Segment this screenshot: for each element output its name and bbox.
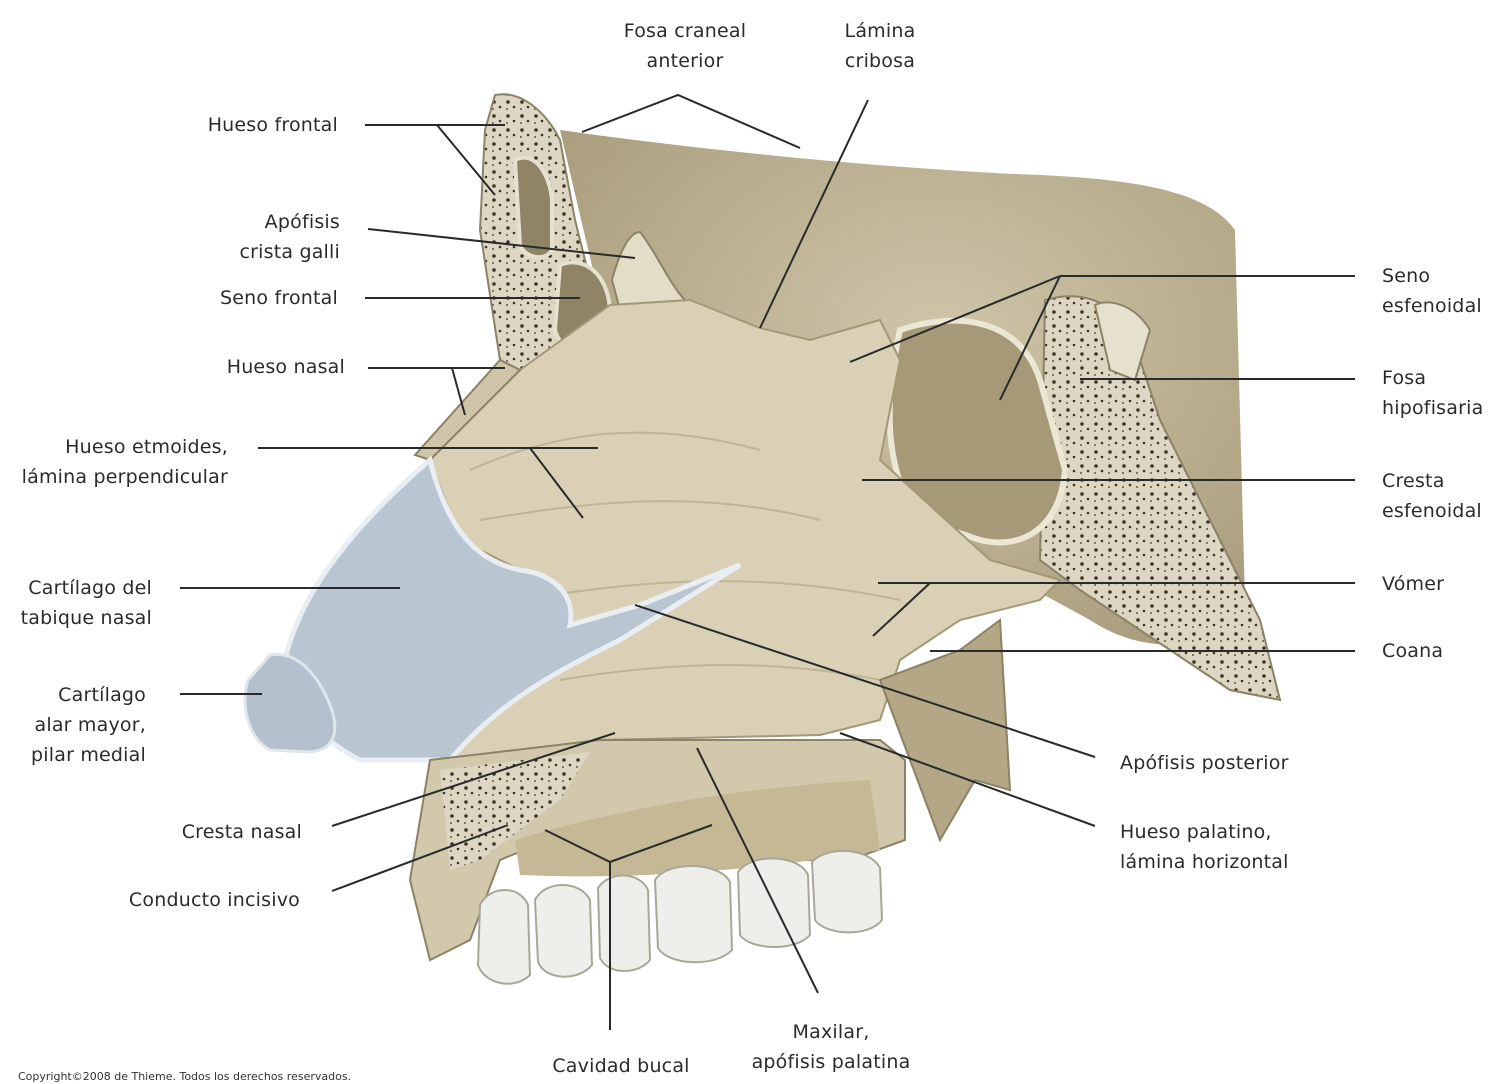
sphenoid-sinus <box>886 317 1069 546</box>
label-hueso-frontal: Hueso frontal <box>207 114 338 136</box>
label-hueso-nasal: Hueso nasal <box>226 356 345 378</box>
label-hueso-palatino: Hueso palatino,lámina horizontal <box>1120 821 1289 873</box>
oral-cavity <box>515 780 880 877</box>
label-maxilar-apofisis-palatina: Maxilar,apófisis palatina <box>751 1021 911 1073</box>
maxilla-spongy <box>440 752 590 870</box>
label-vomer: Vómer <box>1382 573 1445 595</box>
label-coana: Coana <box>1382 640 1444 662</box>
copyright-notice: Copyright©2008 de Thieme. Todos los dere… <box>18 1070 352 1083</box>
dorsum-sellae <box>1093 301 1152 382</box>
crista-galli <box>610 230 688 312</box>
septal-cartilage <box>282 455 742 763</box>
label-hueso-etmoides: Hueso etmoides,lámina perpendicular <box>21 436 228 488</box>
leader-lines <box>180 93 1355 1030</box>
label-conducto-incisivo: Conducto incisivo <box>128 889 300 911</box>
label-apofisis-posterior: Apófisis posterior <box>1120 752 1289 774</box>
pterygoid-plate <box>878 618 1012 843</box>
septum-texture <box>469 431 901 681</box>
frontal-sinus-upper <box>512 155 554 260</box>
label-cresta-nasal: Cresta nasal <box>181 821 302 843</box>
alar-cartilage <box>243 653 337 754</box>
label-cavidad-bucal: Cavidad bucal <box>552 1055 690 1077</box>
label-seno-frontal: Seno frontal <box>220 287 338 309</box>
